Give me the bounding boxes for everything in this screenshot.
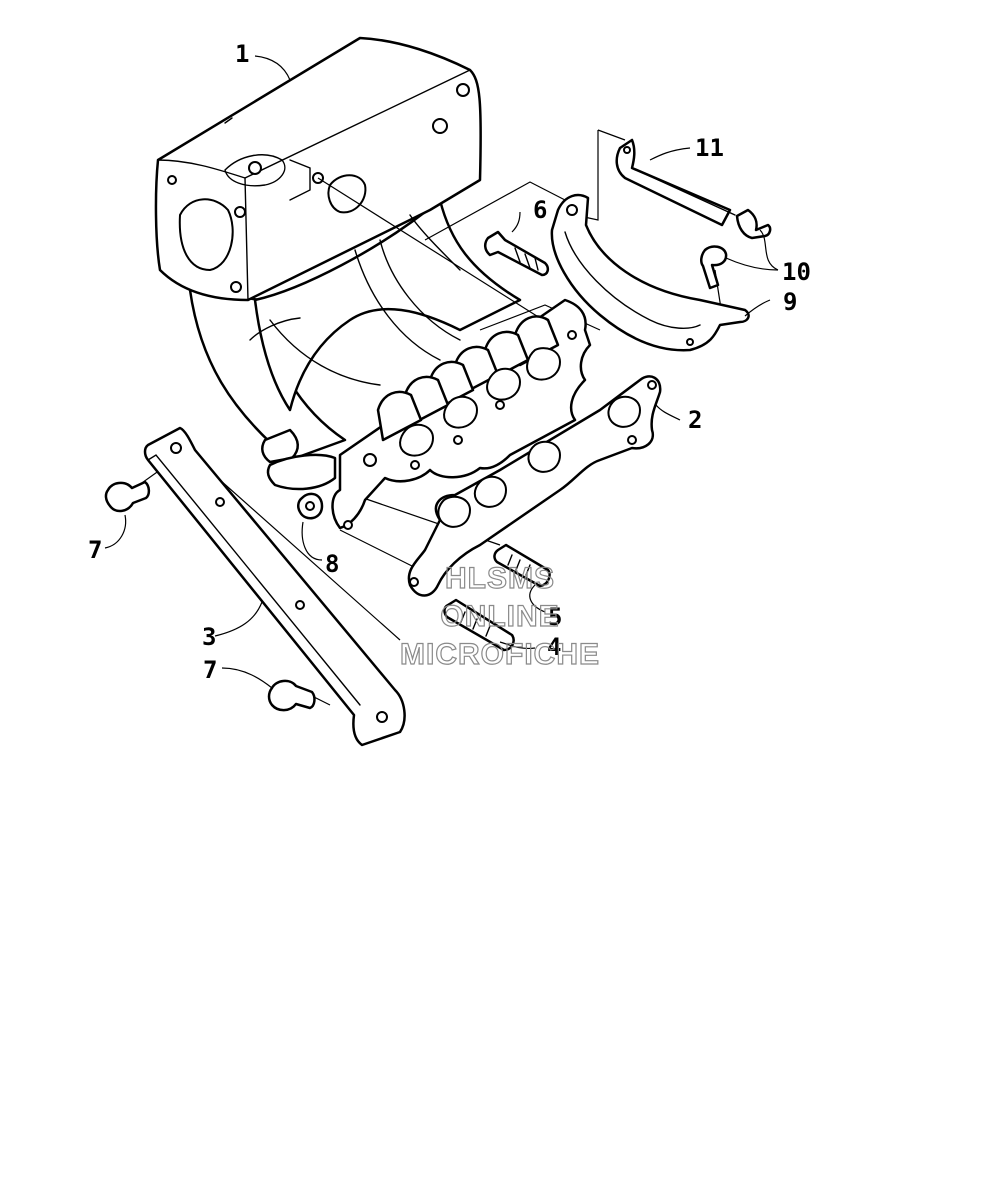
callout-5: 5 xyxy=(548,603,562,631)
callout-labels: 1 2 3 4 5 6 7 7 8 9 10 11 xyxy=(88,40,811,684)
stud-4 xyxy=(443,598,515,652)
bolt-10b xyxy=(700,245,728,290)
callout-7-upper: 7 xyxy=(88,536,102,564)
watermark: HLSMS ONLINE MICROFICHE xyxy=(399,561,600,671)
intake-manifold xyxy=(261,298,592,530)
callout-11: 11 xyxy=(695,134,724,162)
callout-10: 10 xyxy=(782,258,811,286)
bolt-7a xyxy=(104,480,151,513)
support-bracket-bar xyxy=(143,426,406,747)
watermark-line-3: MICROFICHE xyxy=(400,638,600,671)
bolt-7b xyxy=(267,679,316,712)
nut-8 xyxy=(297,492,324,520)
callout-7-lower: 7 xyxy=(203,656,217,684)
leader-lines xyxy=(104,55,779,689)
bolt-10a xyxy=(735,208,772,240)
callout-3: 3 xyxy=(202,623,216,651)
watermark-line-2: ONLINE xyxy=(440,600,559,633)
callout-2: 2 xyxy=(688,406,702,434)
callout-1: 1 xyxy=(235,40,249,68)
watermark-line-1: HLSMS xyxy=(445,562,555,595)
gasket xyxy=(407,375,662,597)
callout-4: 4 xyxy=(547,633,561,661)
callout-6: 6 xyxy=(533,196,547,224)
long-bolt xyxy=(484,230,550,277)
stud-5 xyxy=(493,543,551,588)
bracket-strap xyxy=(615,138,736,227)
mounting-bracket xyxy=(550,193,750,352)
callout-8: 8 xyxy=(325,550,339,578)
callout-9: 9 xyxy=(783,288,797,316)
air-silencer-box xyxy=(154,36,522,462)
